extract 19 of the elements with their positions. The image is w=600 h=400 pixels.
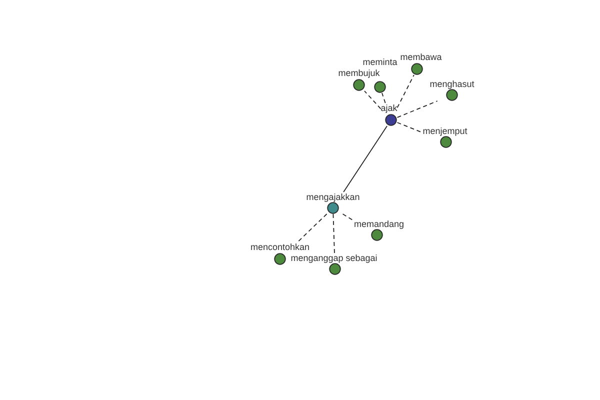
dashed-connector bbox=[396, 74, 414, 108]
dashed-connector bbox=[297, 214, 328, 242]
node-label: mencontohkan bbox=[250, 242, 310, 252]
node-label: membawa bbox=[400, 52, 442, 62]
node-label: menghasut bbox=[430, 79, 474, 89]
dashed-connector bbox=[396, 122, 424, 134]
node-label: ajak bbox=[380, 103, 398, 113]
dashed-connector bbox=[364, 90, 382, 110]
node-label: memandang bbox=[354, 219, 404, 229]
dashed-connector bbox=[332, 214, 335, 254]
dashed-connector bbox=[396, 100, 438, 118]
node-label: menjemput bbox=[422, 126, 468, 136]
node-label: menganggap sebagai bbox=[290, 253, 378, 263]
connector-line bbox=[343, 126, 388, 192]
node-label: mengajakkan bbox=[306, 192, 360, 202]
node-label: membujuk bbox=[338, 68, 380, 78]
dashed-connector bbox=[382, 92, 386, 104]
dashed-connector bbox=[342, 214, 354, 222]
node-label: meminta bbox=[362, 57, 398, 67]
